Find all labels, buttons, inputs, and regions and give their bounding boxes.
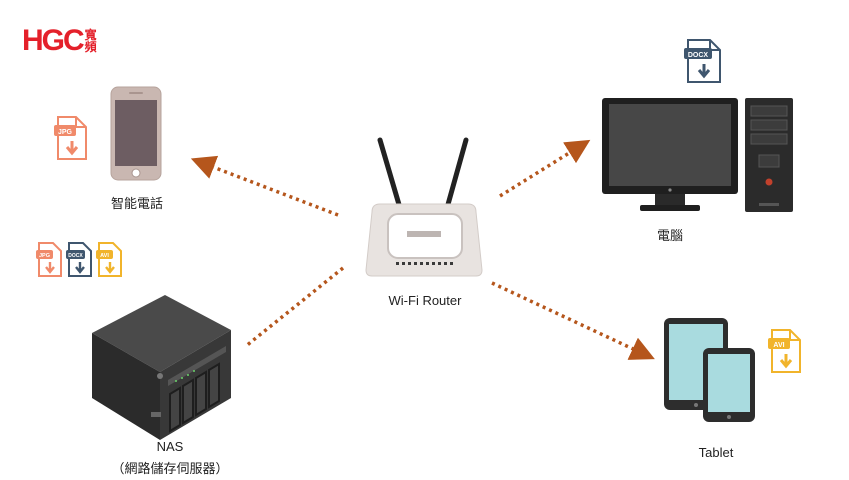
- jpg-file-icon: JPG: [54, 116, 87, 160]
- nas-label-line2: （網路儲存伺服器）: [111, 461, 229, 476]
- tablet-label: Tablet: [698, 445, 734, 460]
- docx-icon-label: DOCX: [688, 52, 709, 59]
- arrows: [190, 139, 655, 360]
- brand-logo-cjk: 寬 頻: [85, 29, 97, 53]
- pc-label: 電腦: [656, 228, 683, 243]
- nas-file-icons: JPG DOCX AVI: [36, 242, 122, 277]
- nas-jpg-icon: JPG: [36, 242, 62, 277]
- avi-icon-label: AVI: [773, 342, 784, 349]
- router-icon: [365, 137, 483, 277]
- nas-icon: [92, 295, 231, 440]
- arrow-nas-link: [244, 266, 345, 348]
- nas-avi-icon-label: AVI: [100, 253, 109, 259]
- nas-avi-icon: AVI: [96, 242, 122, 277]
- arrow-to-tablet: [491, 281, 655, 360]
- pc-monitor-icon: [602, 98, 738, 211]
- avi-file-icon: AVI: [768, 329, 801, 373]
- docx-file-icon: DOCX: [684, 39, 721, 83]
- pc-tower-icon: [745, 98, 793, 212]
- nas-label-line1: NAS: [156, 439, 184, 454]
- arrow-to-phone: [190, 155, 339, 217]
- nas-docx-icon-label: DOCX: [68, 253, 83, 259]
- brand-logo-text: HGC: [22, 24, 85, 57]
- jpg-icon-label: JPG: [58, 129, 73, 136]
- router-label: Wi-Fi Router: [388, 293, 462, 308]
- brand-logo-cjk-1: 寬: [84, 28, 97, 42]
- brand-logo: HGC 寬 頻: [22, 24, 97, 58]
- phone-label: 智能電話: [110, 196, 163, 211]
- arrow-to-pc: [499, 139, 591, 198]
- tablet-icon: [664, 318, 755, 422]
- nas-docx-icon: DOCX: [66, 242, 92, 277]
- brand-logo-cjk-2: 頻: [84, 40, 97, 54]
- nas-jpg-icon-label: JPG: [39, 253, 50, 259]
- smartphone-icon: [110, 86, 162, 181]
